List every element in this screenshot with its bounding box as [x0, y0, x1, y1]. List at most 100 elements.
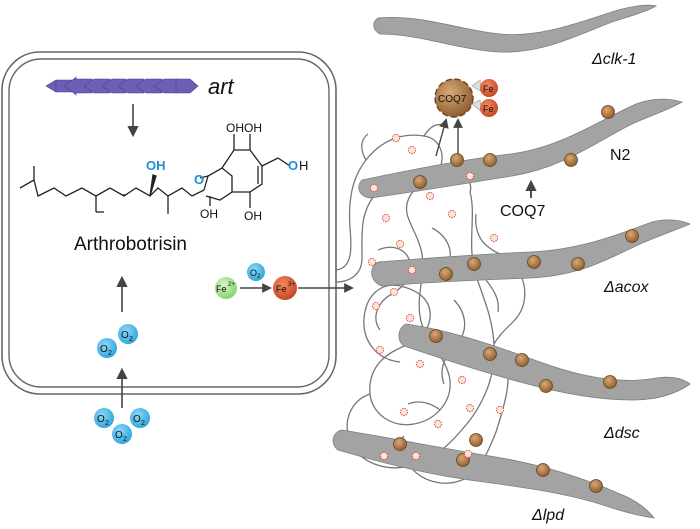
- o2-outside-2-sub: 2: [141, 420, 145, 427]
- fe2-charge: 2+: [228, 282, 235, 288]
- iron-speck: [407, 265, 417, 275]
- iron-speck: [399, 407, 409, 417]
- iron-speck: [369, 183, 379, 193]
- fe2-ion: [215, 277, 237, 299]
- coq7-particle: [571, 257, 585, 271]
- coq7-complex-label: COQ7: [438, 94, 467, 105]
- coq7-particle: [393, 437, 407, 451]
- arthrobotrisin-structure: [19, 134, 291, 214]
- iron-speck: [395, 239, 405, 249]
- o2-outside-3-sub: 2: [123, 436, 127, 443]
- iron-speck: [465, 403, 475, 413]
- o2-inside-1-label: O: [100, 344, 108, 355]
- worm-acox: [371, 219, 692, 287]
- worm-label-clk1: Δclk-1: [591, 51, 637, 68]
- iron-speck: [465, 171, 475, 181]
- fe3-ion: [273, 276, 297, 300]
- worm-lpd: [332, 429, 655, 519]
- o2-outside-2: [130, 408, 150, 428]
- coq7-particle: [603, 375, 617, 389]
- fungal-cell-outer: [1, 51, 337, 395]
- worm-label-dsc: Δdsc: [603, 425, 640, 442]
- iron-speck: [411, 451, 421, 461]
- o2-inside-1-sub: 2: [108, 350, 112, 357]
- oh-top1-label: OH: [226, 121, 244, 135]
- coq7-particle: [439, 267, 453, 281]
- iron-speck: [379, 451, 389, 461]
- o2-outside-1-label: O: [97, 414, 105, 425]
- o2-outside-1: [94, 408, 114, 428]
- coq7-particle: [527, 255, 541, 269]
- worm-dsc: [398, 323, 691, 401]
- oh-top2-label: OH: [244, 121, 262, 135]
- coq7-fe-bottom: [480, 99, 498, 117]
- oh-left-label: OH: [146, 158, 166, 173]
- coq7-particle: [589, 479, 603, 493]
- coq7-particle: [450, 153, 464, 167]
- o2-outside-2-label: O: [133, 414, 141, 425]
- iron-speck: [425, 191, 435, 201]
- o2-iron-label: O: [250, 268, 257, 278]
- iron-speck: [381, 213, 391, 223]
- product-name: Arthrobotrisin: [74, 234, 187, 255]
- o2-outside-3-label: O: [115, 430, 123, 441]
- iron-speck: [371, 301, 381, 311]
- o2-inside-2: [118, 324, 138, 344]
- oh-right-h-label: H: [299, 158, 308, 173]
- worms-layer: [332, 4, 692, 519]
- worm-label-acox: Δacox: [603, 279, 650, 296]
- coq7-pointer-label: COQ7: [500, 203, 545, 220]
- o2-outside-1-sub: 2: [105, 420, 109, 427]
- o2-iron-oxidant: [247, 263, 265, 281]
- coq7-particle: [539, 379, 553, 393]
- coq7-release-arrow-1: [435, 118, 449, 157]
- o2-inside-2-label: O: [121, 330, 129, 341]
- iron-speck: [447, 209, 457, 219]
- iron-speck: [495, 405, 505, 415]
- o2-molecule-group-outside: O 2 O 2 O 2: [94, 408, 150, 444]
- iron-speck: [375, 345, 385, 355]
- iron-speck: [367, 257, 377, 267]
- fe2-label: Fe: [216, 284, 227, 294]
- fungal-cell-inner: [8, 58, 330, 388]
- coq7-particle: [625, 229, 639, 243]
- worm-label-n2: N2: [610, 147, 631, 164]
- iron-speck: [457, 375, 467, 385]
- iron-speck: [389, 287, 399, 297]
- coq7-particle: [483, 347, 497, 361]
- coq7-particle: [469, 433, 483, 447]
- o2-inside-1: [97, 338, 117, 358]
- coq7-body: [434, 78, 474, 118]
- iron-speck: [407, 145, 417, 155]
- oh-bottom2-label: OH: [244, 209, 262, 223]
- art-gene-cluster: [45, 76, 199, 96]
- o2-outside-3: [112, 424, 132, 444]
- coq7-particle: [483, 153, 497, 167]
- iron-speck: [415, 359, 425, 369]
- coq7-particle: [467, 257, 481, 271]
- o2-inside-2-sub: 2: [129, 336, 133, 343]
- iron-speck: [489, 233, 499, 243]
- gene-cluster-label: art: [208, 74, 235, 99]
- coq7-fe-bottom-label: Fe: [483, 104, 494, 114]
- o2-molecule-group-inside: O 2 O 2: [97, 324, 138, 358]
- iron-specks: [367, 133, 505, 461]
- worm-clk1: [373, 4, 658, 53]
- coq7-particle: [429, 329, 443, 343]
- iron-speck: [433, 419, 443, 429]
- coq7-particle: [515, 353, 529, 367]
- coq7-fe-complex: COQ7 Fe Fe: [434, 78, 498, 118]
- iron-speck: [405, 313, 415, 323]
- worm-n2: [358, 98, 684, 199]
- coq7-particle: [564, 153, 578, 167]
- coq7-fe-top: [480, 79, 498, 97]
- coq7-particle: [536, 463, 550, 477]
- coq7-particles: [393, 105, 639, 493]
- oh-right-o-label: O: [288, 158, 298, 173]
- fe3-charge: 3+: [288, 282, 295, 288]
- iron-speck: [463, 449, 473, 459]
- epoxide-o-label: O: [194, 172, 204, 187]
- worm-label-lpd: Δlpd: [531, 507, 565, 524]
- oh-bottom1-label: OH: [200, 207, 218, 221]
